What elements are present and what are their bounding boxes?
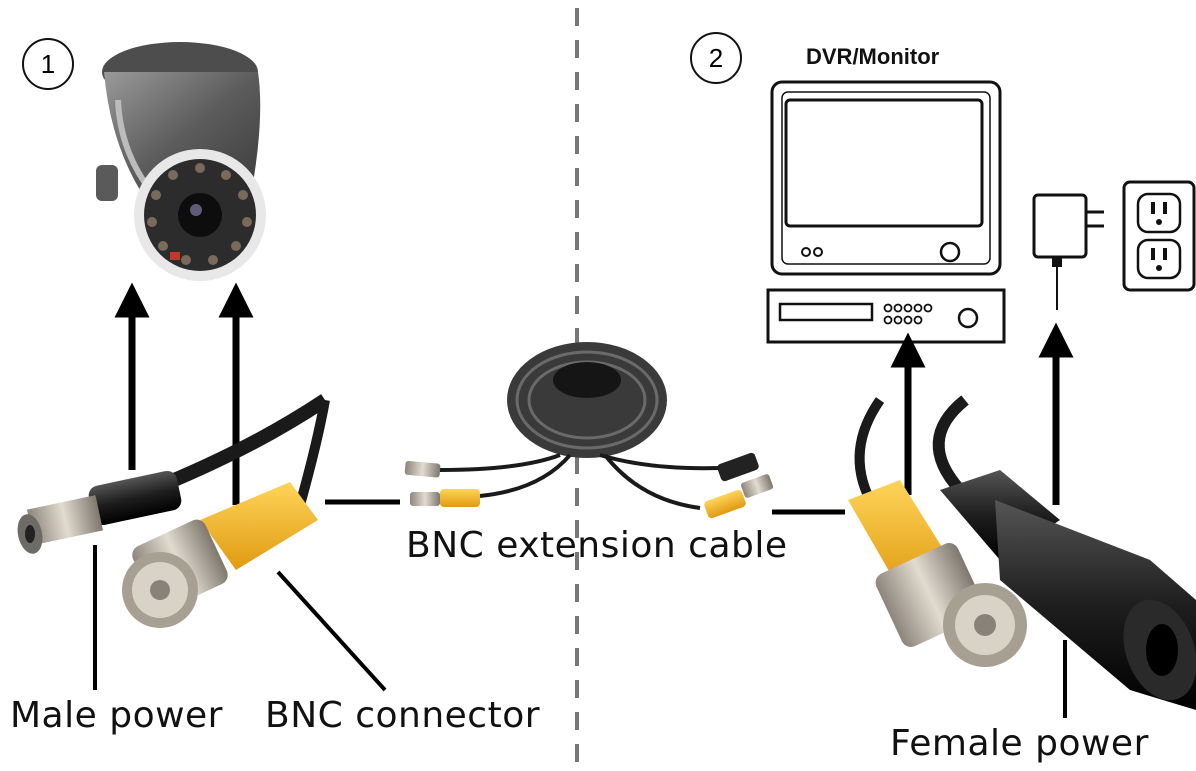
wall-outlet-icon <box>1122 180 1196 292</box>
female-power-connector <box>940 470 1196 710</box>
step-2-badge: 2 <box>690 32 742 84</box>
power-adapter-icon <box>1032 193 1104 310</box>
extension-cable-label: BNC extension cable <box>406 525 788 566</box>
dvr-monitor-label: DVR/Monitor <box>806 44 940 69</box>
camera-icon <box>96 42 266 281</box>
female-power-label: Female power <box>890 723 1149 764</box>
monitor-icon <box>770 80 1002 276</box>
bnc-connector-label: BNC connector <box>265 695 541 736</box>
dvr-box-icon <box>766 288 1006 344</box>
step-1-badge: 1 <box>22 38 74 90</box>
cable-coil-icon <box>404 342 773 519</box>
bnc-connector-left <box>122 482 318 628</box>
bnc-connector-right <box>848 480 1027 667</box>
male-power-label: Male power <box>10 695 223 736</box>
male-power-connector <box>17 470 182 554</box>
